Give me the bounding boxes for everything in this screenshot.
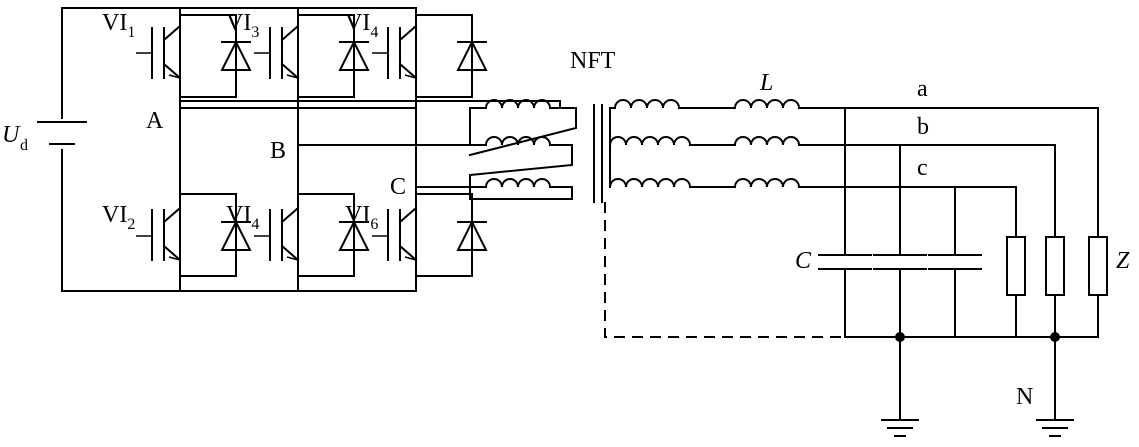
igbt-vi4-bottom xyxy=(254,206,300,262)
switch-label-vi4-bottom: VI4 xyxy=(226,202,259,233)
line-inductors xyxy=(733,99,801,189)
diode-1 xyxy=(220,39,252,71)
transformer-primary xyxy=(468,99,577,200)
dc-source xyxy=(37,7,417,292)
phase-label-a: a xyxy=(917,76,928,102)
igbt-vi3 xyxy=(254,24,300,80)
transformer-core xyxy=(593,104,603,203)
node-label-b: B xyxy=(270,138,286,164)
transformer-label: NFT xyxy=(570,48,616,74)
switch-label-vi3: VI3 xyxy=(226,10,259,41)
igbt-vi6 xyxy=(372,206,418,262)
igbt-vi4-top xyxy=(372,24,418,80)
neutral-bus xyxy=(604,202,1099,421)
diode-5 xyxy=(338,219,370,251)
switch-label-vi6: VI6 xyxy=(345,202,378,233)
diode-6 xyxy=(456,219,488,251)
ground-symbol-1 xyxy=(881,419,919,437)
bridge-buses xyxy=(179,7,561,292)
node-label-a: A xyxy=(146,108,164,134)
capacitor-label: C xyxy=(795,248,812,274)
filter-capacitors xyxy=(818,107,982,338)
diode-3 xyxy=(456,39,488,71)
igbt-vi2 xyxy=(136,206,182,262)
load-resistors xyxy=(1006,236,1108,338)
transformer-secondary xyxy=(608,99,736,189)
igbt-vi1 xyxy=(136,24,182,80)
source-label-sub: d xyxy=(20,137,28,154)
diode-2 xyxy=(338,39,370,71)
switch-label-vi1: VI1 xyxy=(102,10,135,41)
diode-4 xyxy=(220,219,252,251)
inductor-label: L xyxy=(759,70,773,96)
switch-label-vi2: VI2 xyxy=(102,202,135,233)
phase-label-b: b xyxy=(917,114,929,140)
node-label-c: C xyxy=(390,174,406,200)
switch-label-vi4-top: VI4 xyxy=(345,10,378,41)
source-label: U xyxy=(2,122,21,148)
load-label: Z xyxy=(1116,248,1130,274)
ground-symbol-2 xyxy=(1036,419,1074,437)
output-lines xyxy=(798,107,1099,238)
neutral-label: N xyxy=(1016,384,1033,410)
phase-label-c: c xyxy=(917,155,928,181)
